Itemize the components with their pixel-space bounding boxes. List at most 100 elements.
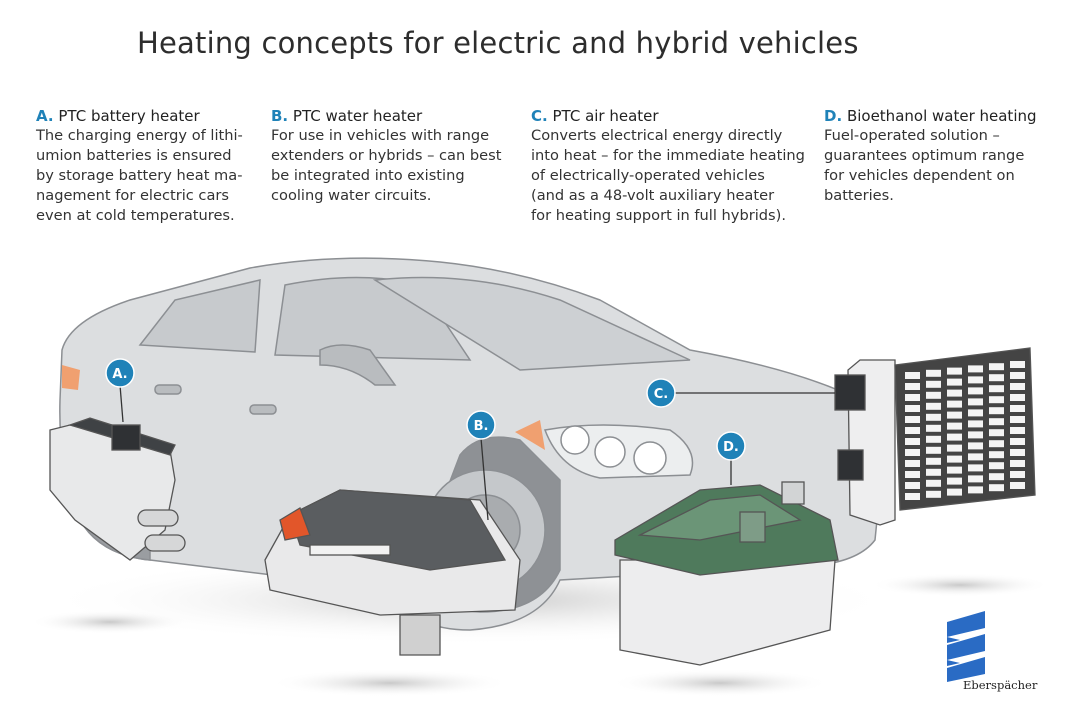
section-text: extenders or hybrids – can best [271, 147, 502, 164]
heater-grid-cell [947, 389, 962, 397]
section-text: (and as a 48-volt auxiliary heater [531, 187, 775, 204]
heater-grid-cell [905, 482, 920, 489]
section-text: of electrically-operated vehicles [531, 167, 765, 184]
heater-grid-cell [989, 407, 1004, 415]
heater-grid-cell [926, 413, 941, 421]
heater-grid-cell [905, 427, 920, 434]
heater-grid-cell [989, 473, 1004, 481]
heater-grid-cell [1010, 482, 1025, 489]
section-text: for vehicles dependent on [824, 167, 1015, 184]
heater-grid-cell [989, 396, 1004, 404]
heater-grid-cell [905, 394, 920, 401]
heater-grid-cell [947, 367, 962, 375]
section-c: C. PTC air heater Converts electrical en… [531, 106, 805, 226]
heater-grid-cell [1010, 471, 1025, 478]
ptc-air-heater [834, 347, 1036, 526]
logo-text: Eberspächer [963, 678, 1038, 692]
heater-grid-cell [1010, 438, 1025, 445]
heater-grid-cell [968, 464, 983, 472]
heater-grid-cell [1010, 372, 1025, 379]
heater-grid-cell [947, 455, 962, 463]
heater-grid-cell [989, 385, 1004, 393]
section-b: B. PTC water heater For use in vehicles … [271, 106, 501, 206]
section-text: umion batteries is ensured [36, 147, 232, 164]
heater-grid-cell [989, 440, 1004, 448]
heater-grid-cell [905, 438, 920, 445]
shadow [30, 610, 190, 634]
shadow [610, 669, 830, 697]
heater-grid-cell [989, 451, 1004, 459]
heater-grid-cell [1010, 383, 1025, 390]
heater-grid-cell [905, 416, 920, 423]
badge-d: D. [716, 431, 746, 461]
badge-b: B. [466, 410, 496, 440]
heater-grid-cell [947, 422, 962, 430]
heater-grid-cell [926, 468, 941, 476]
heater-grid-cell [989, 484, 1004, 492]
heater-grid-cell [926, 490, 941, 498]
page-title: Heating concepts for electric and hybrid… [137, 26, 859, 60]
svg-text:D.: D. [723, 440, 739, 455]
heater-grid-cell [947, 466, 962, 474]
heater-grid-cell [989, 429, 1004, 437]
heater-grid-cell [947, 444, 962, 452]
heater-grid-cell [947, 433, 962, 441]
heater-grid-cell [1010, 427, 1025, 434]
heater-grid-cell [968, 376, 983, 384]
heater-grid-cell [905, 372, 920, 379]
ptc-battery-heater [49, 417, 186, 561]
section-heading: A. PTC battery heater [36, 107, 200, 125]
badge-c: C. [646, 378, 676, 408]
heater-grid-cell [926, 380, 941, 388]
heater-grid-cell [968, 475, 983, 483]
heater-grid-cell [1010, 449, 1025, 456]
svg-text:B.: B. [474, 419, 489, 434]
heater-grid-cell [968, 486, 983, 494]
heater-grid-cell [1010, 394, 1025, 401]
heater-grid-cell [926, 369, 941, 377]
section-text: guarantees optimum range [824, 147, 1025, 164]
section-text: even at cold temperatures. [36, 207, 235, 224]
heater-grid-cell [947, 411, 962, 419]
section-heading: B. PTC water heater [271, 107, 423, 125]
section-text: into heat – for the immediate heating [531, 147, 805, 164]
heater-grid-cell [1010, 460, 1025, 467]
heater-grid-cell [926, 435, 941, 443]
heater-grid-cell [926, 457, 941, 465]
heater-grid-cell [989, 374, 1004, 382]
section-text: cooling water circuits. [271, 187, 432, 204]
heater-grid-cell [947, 400, 962, 408]
heater-grid-cell [968, 365, 983, 373]
heater-grid-cell [947, 488, 962, 496]
shadow [270, 669, 510, 697]
heater-grid-cell [926, 479, 941, 487]
section-text: For use in vehicles with range [271, 127, 490, 144]
heater-grid-cell [968, 442, 983, 450]
heater-grid-cell [926, 424, 941, 432]
heater-grid-cell [926, 402, 941, 410]
section-text: for heating support in full hybrids). [531, 207, 786, 224]
heater-grid-cell [1010, 416, 1025, 423]
heater-grid-cell [989, 363, 1004, 371]
ptc-water-heater [264, 489, 521, 656]
svg-text:A.: A. [112, 367, 127, 382]
heater-grid-cell [968, 420, 983, 428]
bioethanol-water-heater [614, 481, 839, 666]
heater-grid-cell [989, 418, 1004, 426]
badge-a: A. [105, 358, 135, 388]
heater-grid-cell [947, 477, 962, 485]
heater-grid-cell [905, 449, 920, 456]
section-d: D. Bioethanol water heating Fuel-operate… [824, 106, 1037, 206]
heater-grid-cell [989, 462, 1004, 470]
heater-grid-cell [968, 398, 983, 406]
section-a: A. PTC battery heater The charging energ… [36, 106, 243, 226]
section-text: by storage battery heat ma- [36, 167, 243, 184]
heater-grid-cell [968, 409, 983, 417]
heater-grid-cell [968, 387, 983, 395]
heater-grid-cell [1010, 405, 1025, 412]
svg-text:C.: C. [654, 387, 668, 402]
heater-grid-cell [947, 378, 962, 386]
section-text: Fuel-operated solution – [824, 127, 1000, 144]
shadow [870, 573, 1050, 597]
